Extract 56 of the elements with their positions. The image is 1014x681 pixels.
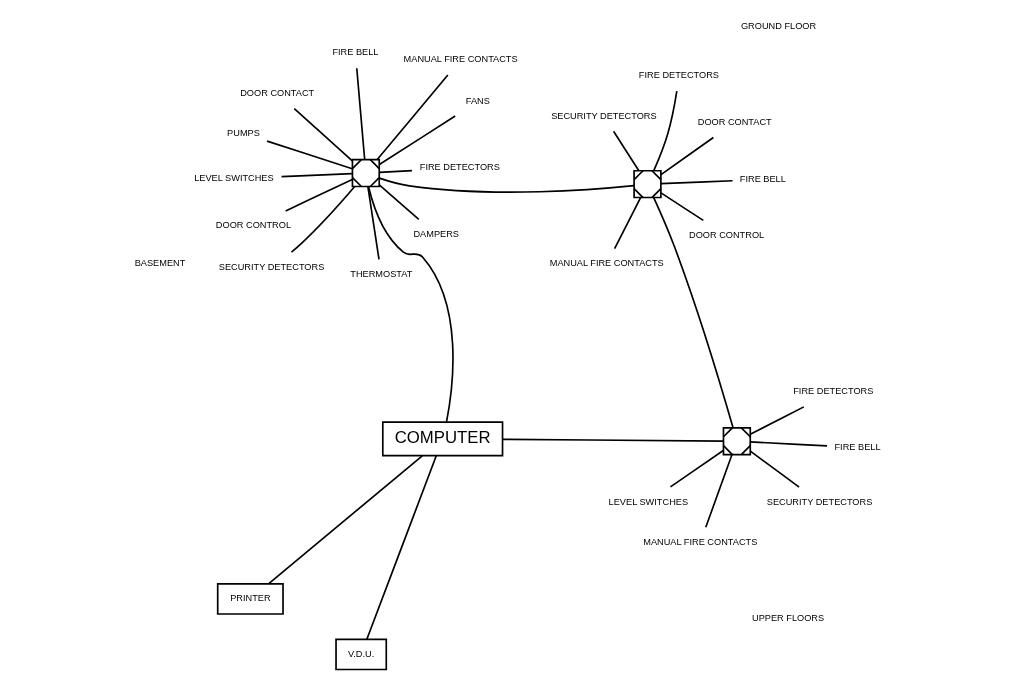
node-box: COMPUTER: [381, 421, 503, 457]
connector: [378, 115, 456, 166]
node-text: DOOR CONTROL: [215, 220, 291, 231]
node-text: MANUAL FIRE CONTACTS: [549, 258, 664, 269]
node-text: PUMPS: [226, 127, 260, 138]
connector: [284, 178, 353, 212]
label: GROUND FLOOR: [740, 20, 816, 31]
label: BASEMENT: [134, 257, 185, 268]
connector: [367, 185, 454, 423]
connector: [669, 449, 724, 488]
node-text: DOOR CONTROL: [688, 229, 764, 240]
node-text: THERMOSTAT: [349, 269, 412, 280]
connector: [355, 67, 365, 161]
connector: [501, 438, 724, 442]
connector: [375, 74, 449, 161]
connector: [265, 140, 353, 170]
connector: [292, 107, 353, 162]
node-text: FIRE DETECTORS: [638, 70, 719, 81]
node-text: FIRE BELL: [833, 441, 881, 452]
node-text: LEVEL SWITCHES: [193, 173, 274, 184]
connector: [290, 185, 355, 253]
connector: [704, 454, 733, 529]
label: UPPER FLOORS: [751, 613, 824, 624]
connector: [659, 192, 704, 222]
connector: [378, 169, 413, 174]
node-text: SECURITY DETECTORS: [550, 110, 657, 121]
node-text: DAMPERS: [412, 228, 459, 239]
connector: [613, 196, 641, 250]
node-text: FIRE BELL: [739, 173, 786, 184]
node-box: V.D.U.: [334, 638, 387, 671]
connector: [366, 185, 380, 261]
connector: [659, 136, 714, 176]
connector: [659, 179, 733, 185]
node-text: SECURITY DETECTORS: [218, 261, 324, 272]
node-text: MANUAL FIRE CONTACTS: [403, 54, 518, 65]
node-text: DOOR CONTACT: [239, 87, 314, 98]
node-text: MANUAL FIRE CONTACTS: [642, 536, 757, 547]
connector: [749, 450, 800, 488]
node-text: FANS: [465, 95, 490, 106]
node-text: DOOR CONTACT: [697, 116, 772, 127]
connector: [748, 406, 805, 436]
connector: [612, 130, 640, 172]
node-box: PRINTER: [216, 583, 284, 615]
connector: [267, 455, 423, 585]
node-text: FIRE DETECTORS: [792, 386, 873, 397]
connector: [378, 177, 635, 193]
connector: [377, 184, 420, 221]
connector: [365, 454, 437, 641]
connector: [280, 172, 353, 178]
connector: [748, 441, 828, 447]
node-text: SECURITY DETECTORS: [766, 496, 872, 507]
node-text: FIRE BELL: [331, 47, 378, 58]
node-text: LEVEL SWITCHES: [608, 496, 688, 507]
connector: [652, 196, 734, 429]
connector: [652, 90, 678, 172]
node-text: FIRE DETECTORS: [419, 162, 500, 173]
